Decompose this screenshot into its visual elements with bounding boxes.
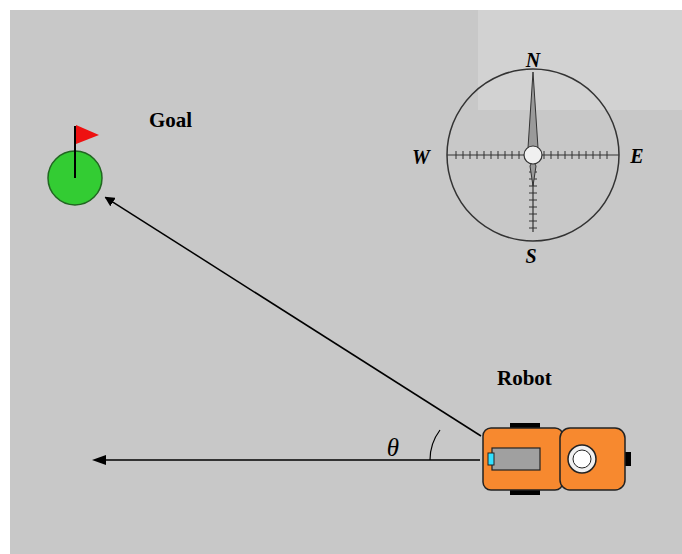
compass-letter: S (525, 245, 536, 268)
compass-letter: N (526, 49, 540, 72)
node-label: Robot (497, 366, 639, 391)
robot-body: Robot (483, 428, 625, 490)
compass (447, 69, 619, 241)
node-label: Goal (149, 108, 205, 133)
direction-arrow (105, 197, 481, 436)
compass-letter: W (412, 146, 430, 169)
background (10, 10, 682, 554)
reference-arrow (92, 430, 480, 465)
goal-circle: Goal (47, 150, 103, 206)
compass-letter: E (630, 145, 643, 168)
goal-shape (47, 150, 103, 206)
light-patch (478, 10, 682, 110)
angle-label: θ (387, 434, 399, 462)
robot-illustration (483, 423, 631, 495)
